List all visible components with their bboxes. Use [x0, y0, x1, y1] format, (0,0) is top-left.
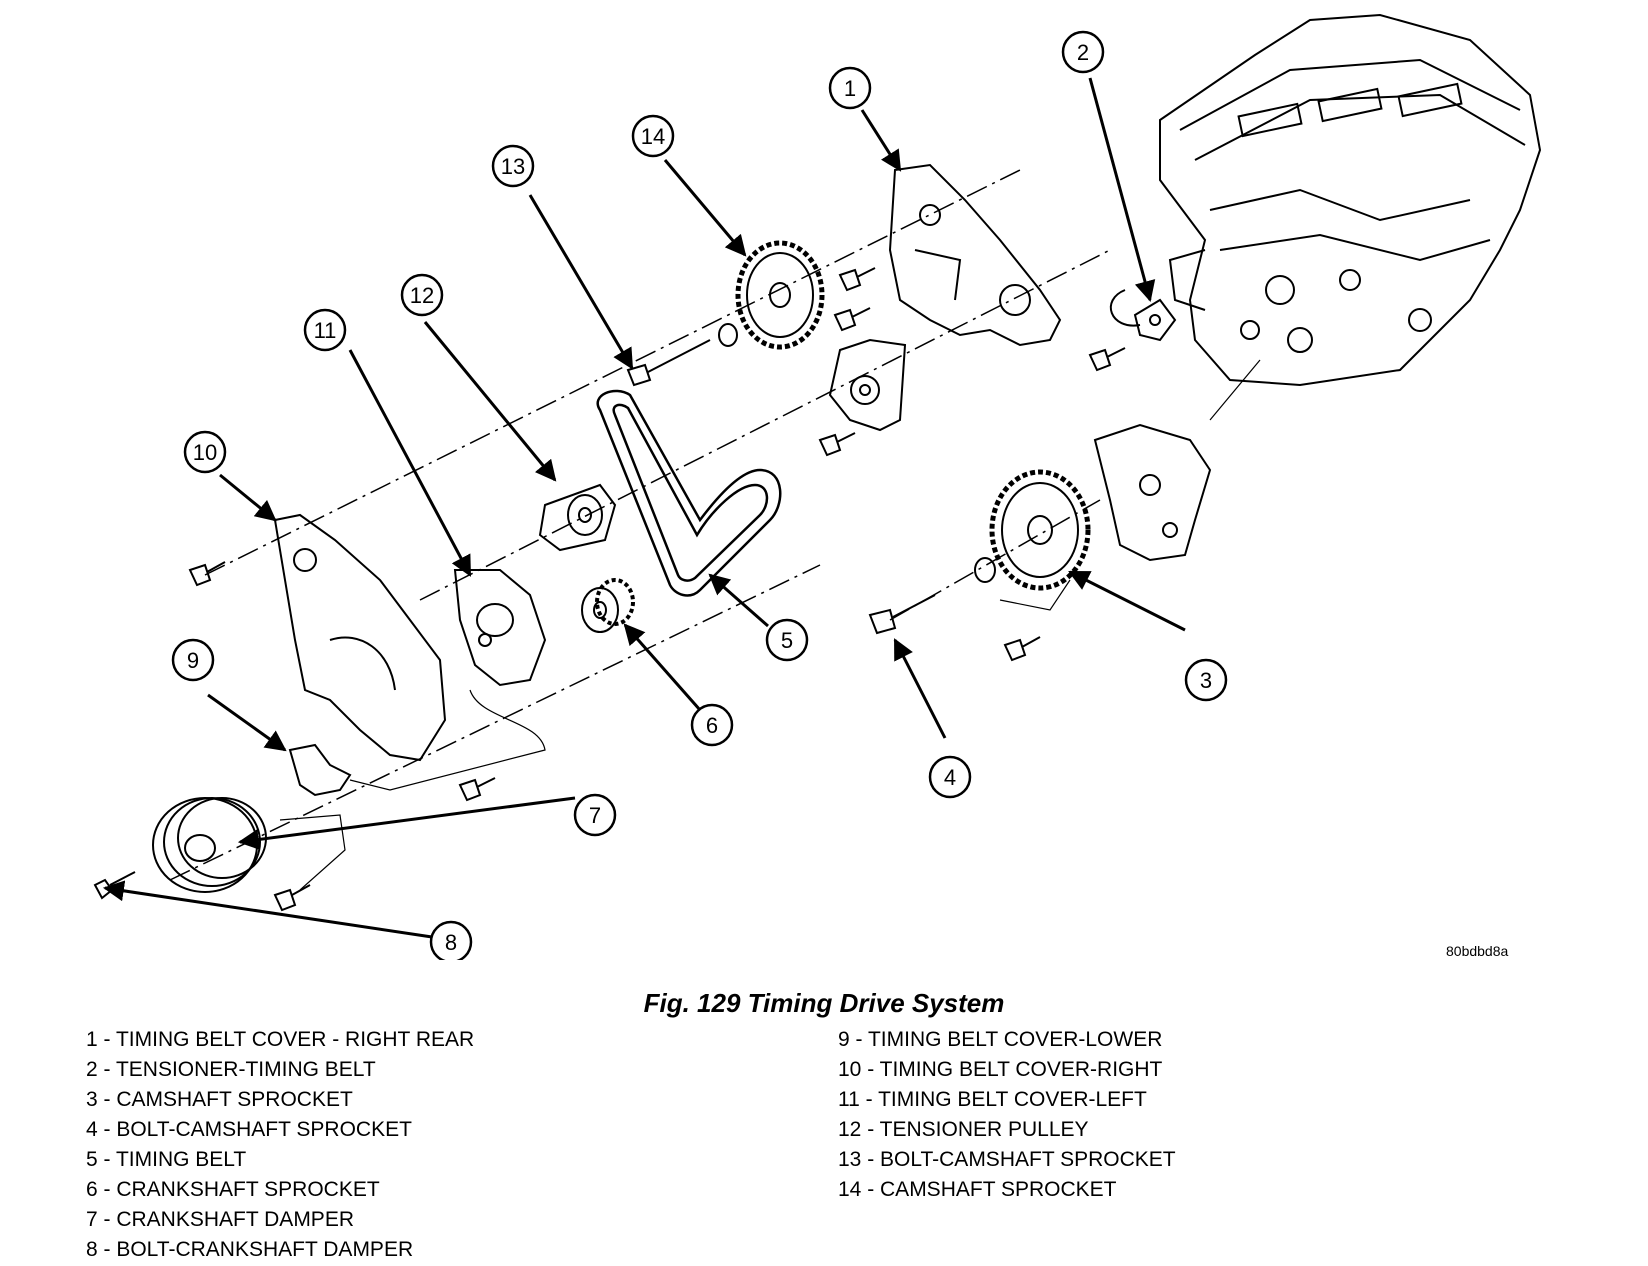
- callout-9: 9: [171, 638, 215, 682]
- bolts: [93, 267, 1126, 912]
- legend-item-5: 5 - TIMING BELT: [86, 1148, 247, 1171]
- legend-item-10: 10 - TIMING BELT COVER-RIGHT: [838, 1058, 1163, 1081]
- callout-1-label: 1: [844, 76, 856, 101]
- callout-4-label: 4: [944, 765, 956, 790]
- callout-14-label: 14: [641, 124, 665, 149]
- rear-cover: [888, 163, 1062, 347]
- legend-item-3: 3 - CAMSHAFT SPROCKET: [86, 1088, 353, 1111]
- callout-2: 2: [1061, 30, 1105, 74]
- cover-left: [453, 569, 547, 687]
- callout-5-label: 5: [781, 628, 793, 653]
- belt-tensioner: [1109, 289, 1177, 342]
- crankshaft-damper: [152, 797, 267, 893]
- callout-9-label: 9: [187, 648, 199, 673]
- legend-item-12: 12 - TENSIONER PULLEY: [838, 1118, 1089, 1141]
- bracket: [1093, 423, 1212, 562]
- timing-drive-diagram: 1 2 3 4 5 6 7 8 9 10 11 12 13 14: [93, 13, 1542, 960]
- callout-14: 14: [631, 114, 675, 158]
- callout-3: 3: [1184, 658, 1228, 702]
- camshaft-sprocket-upper: [718, 240, 825, 350]
- callout-2-label: 2: [1077, 40, 1089, 65]
- legend-item-1: 1 - TIMING BELT COVER - RIGHT REAR: [86, 1028, 475, 1051]
- timing-belt: [596, 389, 782, 597]
- callout-10-label: 10: [193, 440, 217, 465]
- callout-13: 13: [491, 144, 535, 188]
- callout-6: 6: [690, 703, 734, 747]
- legend-item-9: 9 - TIMING BELT COVER-LOWER: [838, 1028, 1163, 1051]
- callout-12-label: 12: [410, 283, 434, 308]
- tensioner-pulley: [538, 483, 617, 552]
- legend-item-14: 14 - CAMSHAFT SPROCKET: [838, 1178, 1117, 1201]
- crankshaft-sprocket: [581, 578, 635, 633]
- callouts: 1 2 3 4 5 6 7 8 9 10 11 12 13 14: [171, 30, 1228, 960]
- legend-item-13: 13 - BOLT-CAMSHAFT SPROCKET: [838, 1148, 1176, 1171]
- callout-6-label: 6: [706, 713, 718, 738]
- cover-right: [273, 513, 447, 762]
- legend-item-4: 4 - BOLT-CAMSHAFT SPROCKET: [86, 1118, 412, 1141]
- callout-1: 1: [828, 66, 872, 110]
- callout-4: 4: [928, 755, 972, 799]
- callout-12: 12: [400, 273, 444, 317]
- callout-11: 11: [303, 308, 347, 352]
- legend-item-8: 8 - BOLT-CRANKSHAFT DAMPER: [86, 1238, 414, 1261]
- legend-item-11: 11 - TIMING BELT COVER-LEFT: [838, 1088, 1147, 1111]
- legend-item-2: 2 - TENSIONER-TIMING BELT: [86, 1058, 376, 1081]
- legend-item-7: 7 - CRANKSHAFT DAMPER: [86, 1208, 354, 1231]
- callout-7: 7: [573, 793, 617, 837]
- callout-7-label: 7: [589, 803, 601, 828]
- callout-8: 8: [429, 920, 473, 960]
- cover-lower: [288, 743, 352, 797]
- callout-5: 5: [765, 618, 809, 662]
- callout-8-label: 8: [445, 930, 457, 955]
- callout-10: 10: [183, 430, 227, 474]
- callout-13-label: 13: [501, 154, 525, 179]
- camshaft-sprocket-lower: [974, 469, 1091, 591]
- callout-3-label: 3: [1200, 668, 1212, 693]
- leader-arrows: [102, 77, 1186, 939]
- figure-caption: Fig. 129 Timing Drive System: [643, 988, 1005, 1018]
- legend-item-6: 6 - CRANKSHAFT SPROCKET: [86, 1178, 380, 1201]
- callout-11-label: 11: [314, 318, 337, 343]
- figure-code: 80bdbd8a: [1446, 943, 1509, 959]
- legend-right-column: 9 - TIMING BELT COVER-LOWER 10 - TIMING …: [838, 1025, 1176, 1205]
- engine-block: [1159, 13, 1542, 387]
- routing-lines: [279, 359, 1261, 891]
- pump-housing: [828, 338, 907, 432]
- legend-left-column: 1 - TIMING BELT COVER - RIGHT REAR 2 - T…: [86, 1025, 474, 1265]
